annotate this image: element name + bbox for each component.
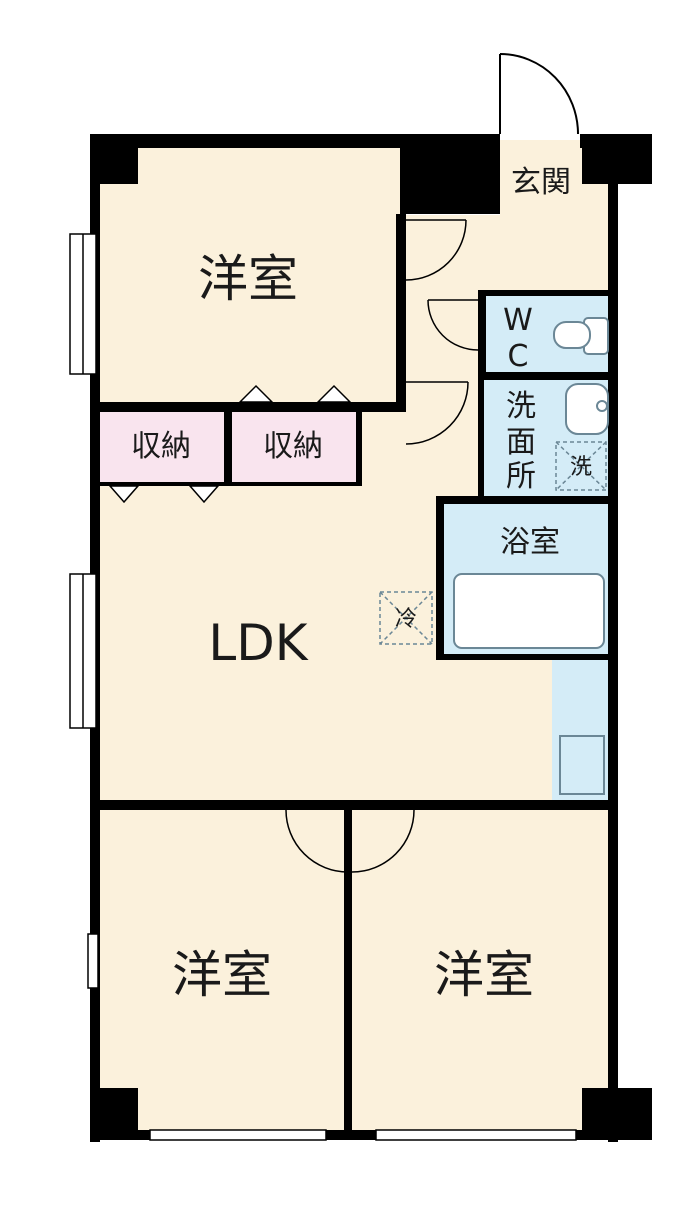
room-label-storage-2: 収納 — [263, 429, 323, 464]
room-label-western-bottom-left: 洋室 — [172, 946, 272, 1004]
kitchen-counter — [552, 660, 610, 802]
toilet-icon — [553, 317, 609, 355]
entrance-door — [499, 53, 579, 135]
kitchen-sink-icon — [559, 735, 605, 795]
room-label-wc-w: W — [503, 303, 533, 338]
floor-western-top — [96, 140, 400, 406]
windows — [69, 233, 577, 1141]
room-label-entrance: 玄関 — [511, 165, 571, 200]
wash-basin-icon — [565, 383, 609, 435]
room-label-washroom-1: 洗 — [506, 389, 536, 424]
washing-machine-space-icon — [555, 441, 607, 491]
interior-doors — [285, 219, 479, 873]
storage-closet-2 — [230, 410, 360, 482]
floor-western-bottom-left — [96, 806, 348, 1140]
room-label-washroom-3: 所 — [506, 459, 536, 494]
washer-mark-label: 洗 — [570, 455, 592, 480]
room-label-bath: 浴室 — [500, 525, 560, 560]
room-label-washroom-2: 面 — [506, 425, 536, 460]
room-label-wc-c: C — [508, 339, 529, 374]
room-label-western-top: 洋室 — [198, 250, 298, 308]
room-label-western-bottom-right: 洋室 — [434, 946, 534, 1004]
fridge-mark-label: 冷 — [395, 607, 417, 632]
room-label-ldk: LDK — [208, 614, 308, 672]
bathtub-icon — [453, 573, 605, 649]
floor-western-bottom-right — [350, 806, 614, 1140]
storage-closet-1 — [96, 410, 226, 482]
fridge-space-icon — [379, 591, 433, 645]
room-label-storage-1: 収納 — [131, 429, 191, 464]
closet-door-markers — [108, 384, 352, 504]
